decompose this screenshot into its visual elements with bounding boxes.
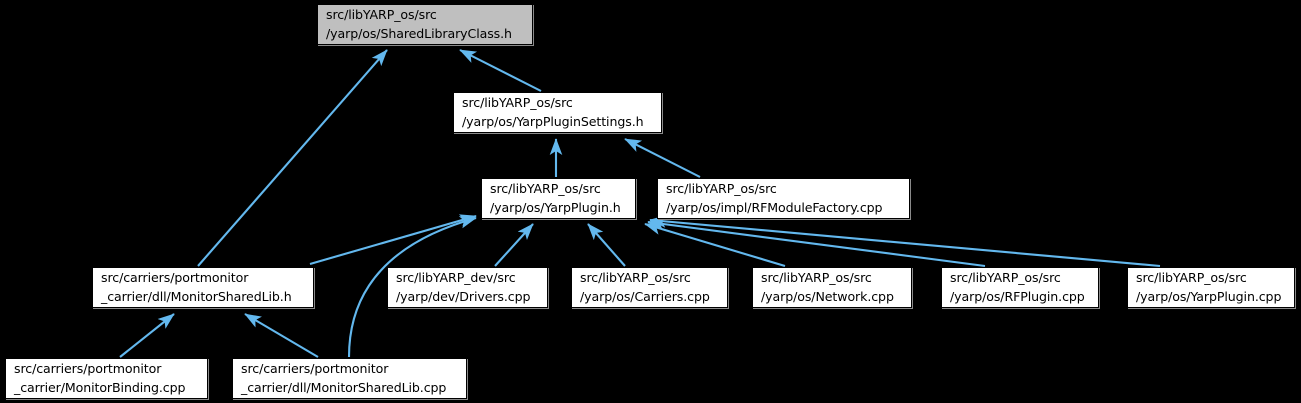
graph-node-monitorsharedlib_h[interactable]: src/carriers/portmonitor _carrier/dll/Mon… — [92, 267, 314, 308]
graph-node-monitorsharedlib_cpp[interactable]: src/carriers/portmonitor _carrier/dll/Mon… — [232, 358, 467, 399]
graph-node-label-line1: src/libYARP_os/src — [761, 270, 872, 286]
graph-node-label-line2: _carrier/dll/MonitorSharedLib.cpp — [241, 379, 447, 395]
graph-node-monitorbinding_cpp[interactable]: src/carriers/portmonitor _carrier/Monitor… — [5, 358, 208, 399]
graph-node-label-line1: src/libYARP_os/src — [326, 7, 437, 23]
graph-node-label-line1: src/libYARP_os/src — [490, 181, 601, 197]
graph-node-label-line1: src/libYARP_os/src — [462, 95, 573, 111]
graph-edge-monitorsharedlib_h-to-yarpplugin_h — [309, 214, 477, 266]
graph-edge-carriers_cpp-to-yarpplugin_h — [587, 223, 626, 267]
graph-node-label-line1: src/libYARP_os/src — [950, 270, 1061, 286]
graph-node-label-line2: _carrier/MonitorBinding.cpp — [14, 379, 186, 395]
graph-node-label-line1: src/carriers/portmonitor — [101, 270, 249, 286]
graph-edge-monitorsharedlib_cpp-to-monitorsharedlib_h — [244, 313, 319, 358]
graph-edge-drivers_cpp-to-yarpplugin_h — [494, 223, 534, 267]
graph-node-label-line2: /yarp/os/RFPlugin.cpp — [950, 288, 1085, 304]
graph-node-label-line2: /yarp/os/YarpPlugin.cpp — [1136, 288, 1282, 304]
graph-edge-rfplugin_cpp-to-yarpplugin_h — [647, 217, 986, 268]
graph-node-label-line1: src/libYARP_dev/src — [396, 270, 516, 286]
graph-node-sharedlibraryclass_h[interactable]: src/libYARP_os/src/yarp/os/SharedLibrary… — [317, 4, 533, 45]
graph-edge-network_cpp-to-yarpplugin_h — [644, 222, 786, 268]
graph-node-yarppluginsettings_h[interactable]: src/libYARP_os/src/yarp/os/YarpPluginSet… — [453, 92, 662, 133]
graph-node-network_cpp[interactable]: src/libYARP_os/src/yarp/os/Network.cpp — [752, 267, 912, 308]
graph-edge-monitorbinding_cpp-to-monitorsharedlib_h — [119, 313, 175, 358]
graph-edge-monitorsharedlib_h-to-sharedlibraryclass_h — [197, 49, 388, 267]
graph-node-label-line2: /yarp/dev/Drivers.cpp — [396, 288, 531, 304]
graph-node-label-line2: /yarp/os/Carriers.cpp — [580, 288, 710, 304]
graph-node-drivers_cpp[interactable]: src/libYARP_dev/src/yarp/dev/Drivers.cpp — [387, 267, 548, 308]
graph-node-label-line2: _carrier/dll/MonitorSharedLib.h — [101, 288, 292, 304]
graph-node-yarpplugin_cpp[interactable]: src/libYARP_os/src/yarp/os/YarpPlugin.cp… — [1127, 267, 1295, 308]
graph-node-label-line2: /yarp/os/YarpPlugin.h — [490, 199, 621, 215]
graph-edge-rfmodulefactory_cpp-to-yarppluginsettings_h — [624, 138, 701, 178]
graph-node-label-line2: /yarp/os/YarpPluginSettings.h — [462, 113, 644, 129]
graph-node-label-line2: /yarp/os/SharedLibraryClass.h — [326, 25, 512, 41]
graph-node-label-line2: /yarp/os/Network.cpp — [761, 288, 894, 304]
graph-node-yarpplugin_h[interactable]: src/libYARP_os/src/yarp/os/YarpPlugin.h — [481, 178, 636, 219]
graph-node-label-line1: src/carriers/portmonitor — [14, 361, 162, 377]
graph-node-label-line1: src/libYARP_os/src — [1136, 270, 1247, 286]
graph-edge-yarppluginsettings_h-to-sharedlibraryclass_h — [459, 49, 542, 92]
graph-edge-monitorsharedlib_cpp-to-yarpplugin_h — [347, 216, 477, 358]
graph-node-rfmodulefactory_cpp[interactable]: src/libYARP_os/src/yarp/os/impl/RFModule… — [657, 178, 910, 219]
graph-node-label-line1: src/libYARP_os/src — [580, 270, 691, 286]
graph-node-label-line1: src/carriers/portmonitor — [241, 361, 389, 377]
graph-node-rfplugin_cpp[interactable]: src/libYARP_os/src/yarp/os/RFPlugin.cpp — [941, 267, 1099, 308]
graph-edge-yarpplugin_cpp-to-yarpplugin_h — [649, 215, 1161, 268]
graph-node-label-line2: /yarp/os/impl/RFModuleFactory.cpp — [666, 199, 883, 215]
graph-node-label-line1: src/libYARP_os/src — [666, 181, 777, 197]
graph-node-carriers_cpp[interactable]: src/libYARP_os/src/yarp/os/Carriers.cpp — [571, 267, 728, 308]
